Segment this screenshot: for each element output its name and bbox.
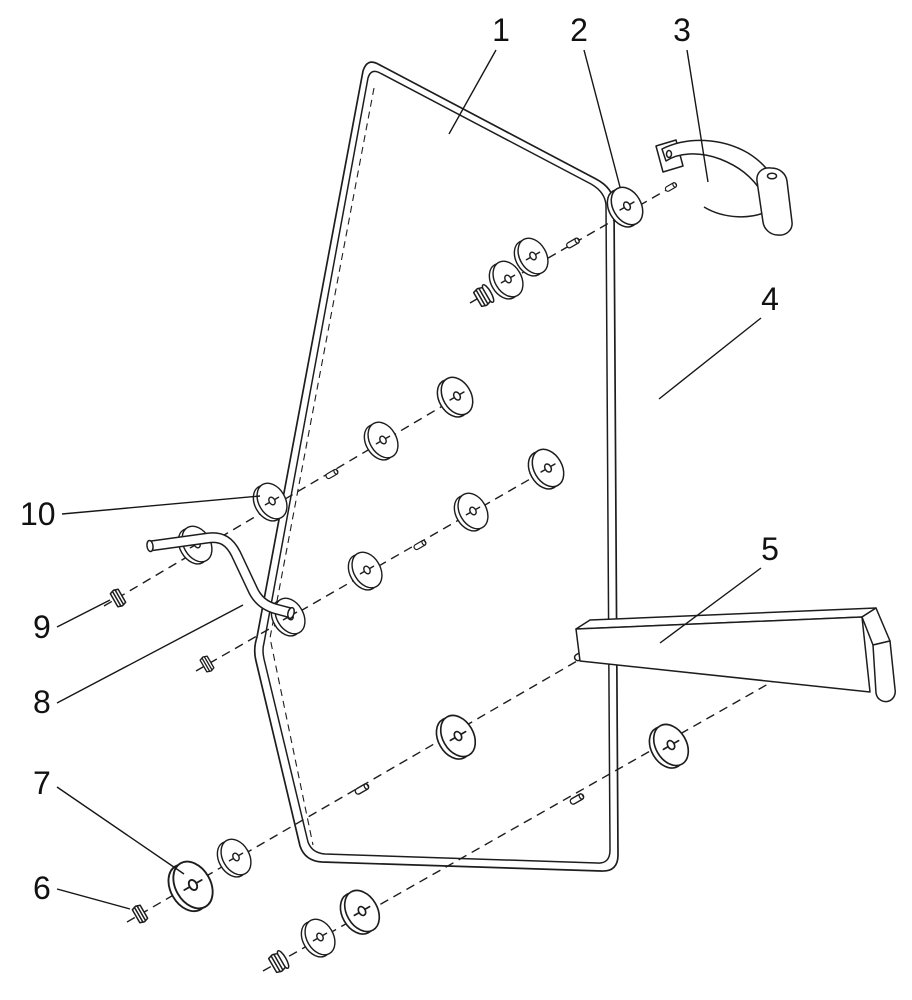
callout-6-label: 6 <box>33 870 51 906</box>
callout-1-leader <box>448 49 497 135</box>
callout-1: 1 <box>448 12 510 135</box>
door-panel <box>253 61 619 872</box>
panel-outer-contour <box>253 61 619 872</box>
nut-part-6 <box>130 903 150 925</box>
callout-7-leader <box>56 786 185 875</box>
washer <box>210 833 258 883</box>
washer <box>641 717 697 776</box>
callout-6-leader <box>56 888 131 910</box>
bracket-roller-bore <box>766 172 778 180</box>
bracket-stud <box>664 181 678 193</box>
callout-7: 7 <box>33 765 185 875</box>
washer <box>294 913 342 963</box>
support-bar <box>572 607 896 703</box>
bolt <box>266 948 292 975</box>
bar-end-face <box>861 607 891 646</box>
callout-9-label: 9 <box>33 609 51 645</box>
callout-10-leader <box>61 495 261 515</box>
callouts: 1 2 3 4 5 6 7 8 <box>20 12 779 910</box>
callout-6: 6 <box>33 870 131 910</box>
callout-10: 10 <box>20 495 261 532</box>
handle-end-cap-left <box>146 539 154 553</box>
callout-4: 4 <box>658 281 779 400</box>
nut <box>198 654 216 674</box>
bracket-lower-curve <box>703 206 771 218</box>
bracket-tab-hole <box>665 149 673 159</box>
callout-4-label: 4 <box>761 281 779 317</box>
axis-bottom <box>262 666 799 972</box>
callout-7-label: 7 <box>33 765 51 801</box>
callout-8-label: 8 <box>33 684 51 720</box>
callout-5: 5 <box>659 531 779 644</box>
panel-inner-contour <box>262 70 611 864</box>
callout-5-leader <box>659 567 762 644</box>
callout-1-label: 1 <box>492 12 510 48</box>
bar-front-face <box>575 616 871 693</box>
callout-9-leader <box>56 599 111 628</box>
handle-tube-fill <box>149 533 293 617</box>
upper-bracket <box>655 139 793 236</box>
handle-end-cap-right <box>287 606 295 620</box>
callout-3-leader <box>686 49 709 183</box>
callout-2-leader <box>583 49 621 188</box>
bar-end-roller <box>872 640 896 703</box>
callout-8-leader <box>56 604 244 704</box>
callout-8: 8 <box>33 604 244 720</box>
callout-3-label: 3 <box>673 12 691 48</box>
bracket-roller <box>756 167 793 236</box>
callout-2-label: 2 <box>570 12 588 48</box>
panel-hidden-edge <box>269 87 375 846</box>
axis-middle <box>195 462 559 672</box>
nut-part-9 <box>108 587 128 609</box>
callout-4-leader <box>658 317 762 400</box>
callout-9: 9 <box>33 599 111 645</box>
callout-5-label: 5 <box>761 531 779 567</box>
callout-10-label: 10 <box>20 496 56 532</box>
callout-2: 2 <box>570 12 621 188</box>
check-strap-handle <box>146 532 295 620</box>
callout-3: 3 <box>673 12 709 183</box>
axis-lower-left <box>126 656 585 923</box>
washer <box>332 883 388 942</box>
